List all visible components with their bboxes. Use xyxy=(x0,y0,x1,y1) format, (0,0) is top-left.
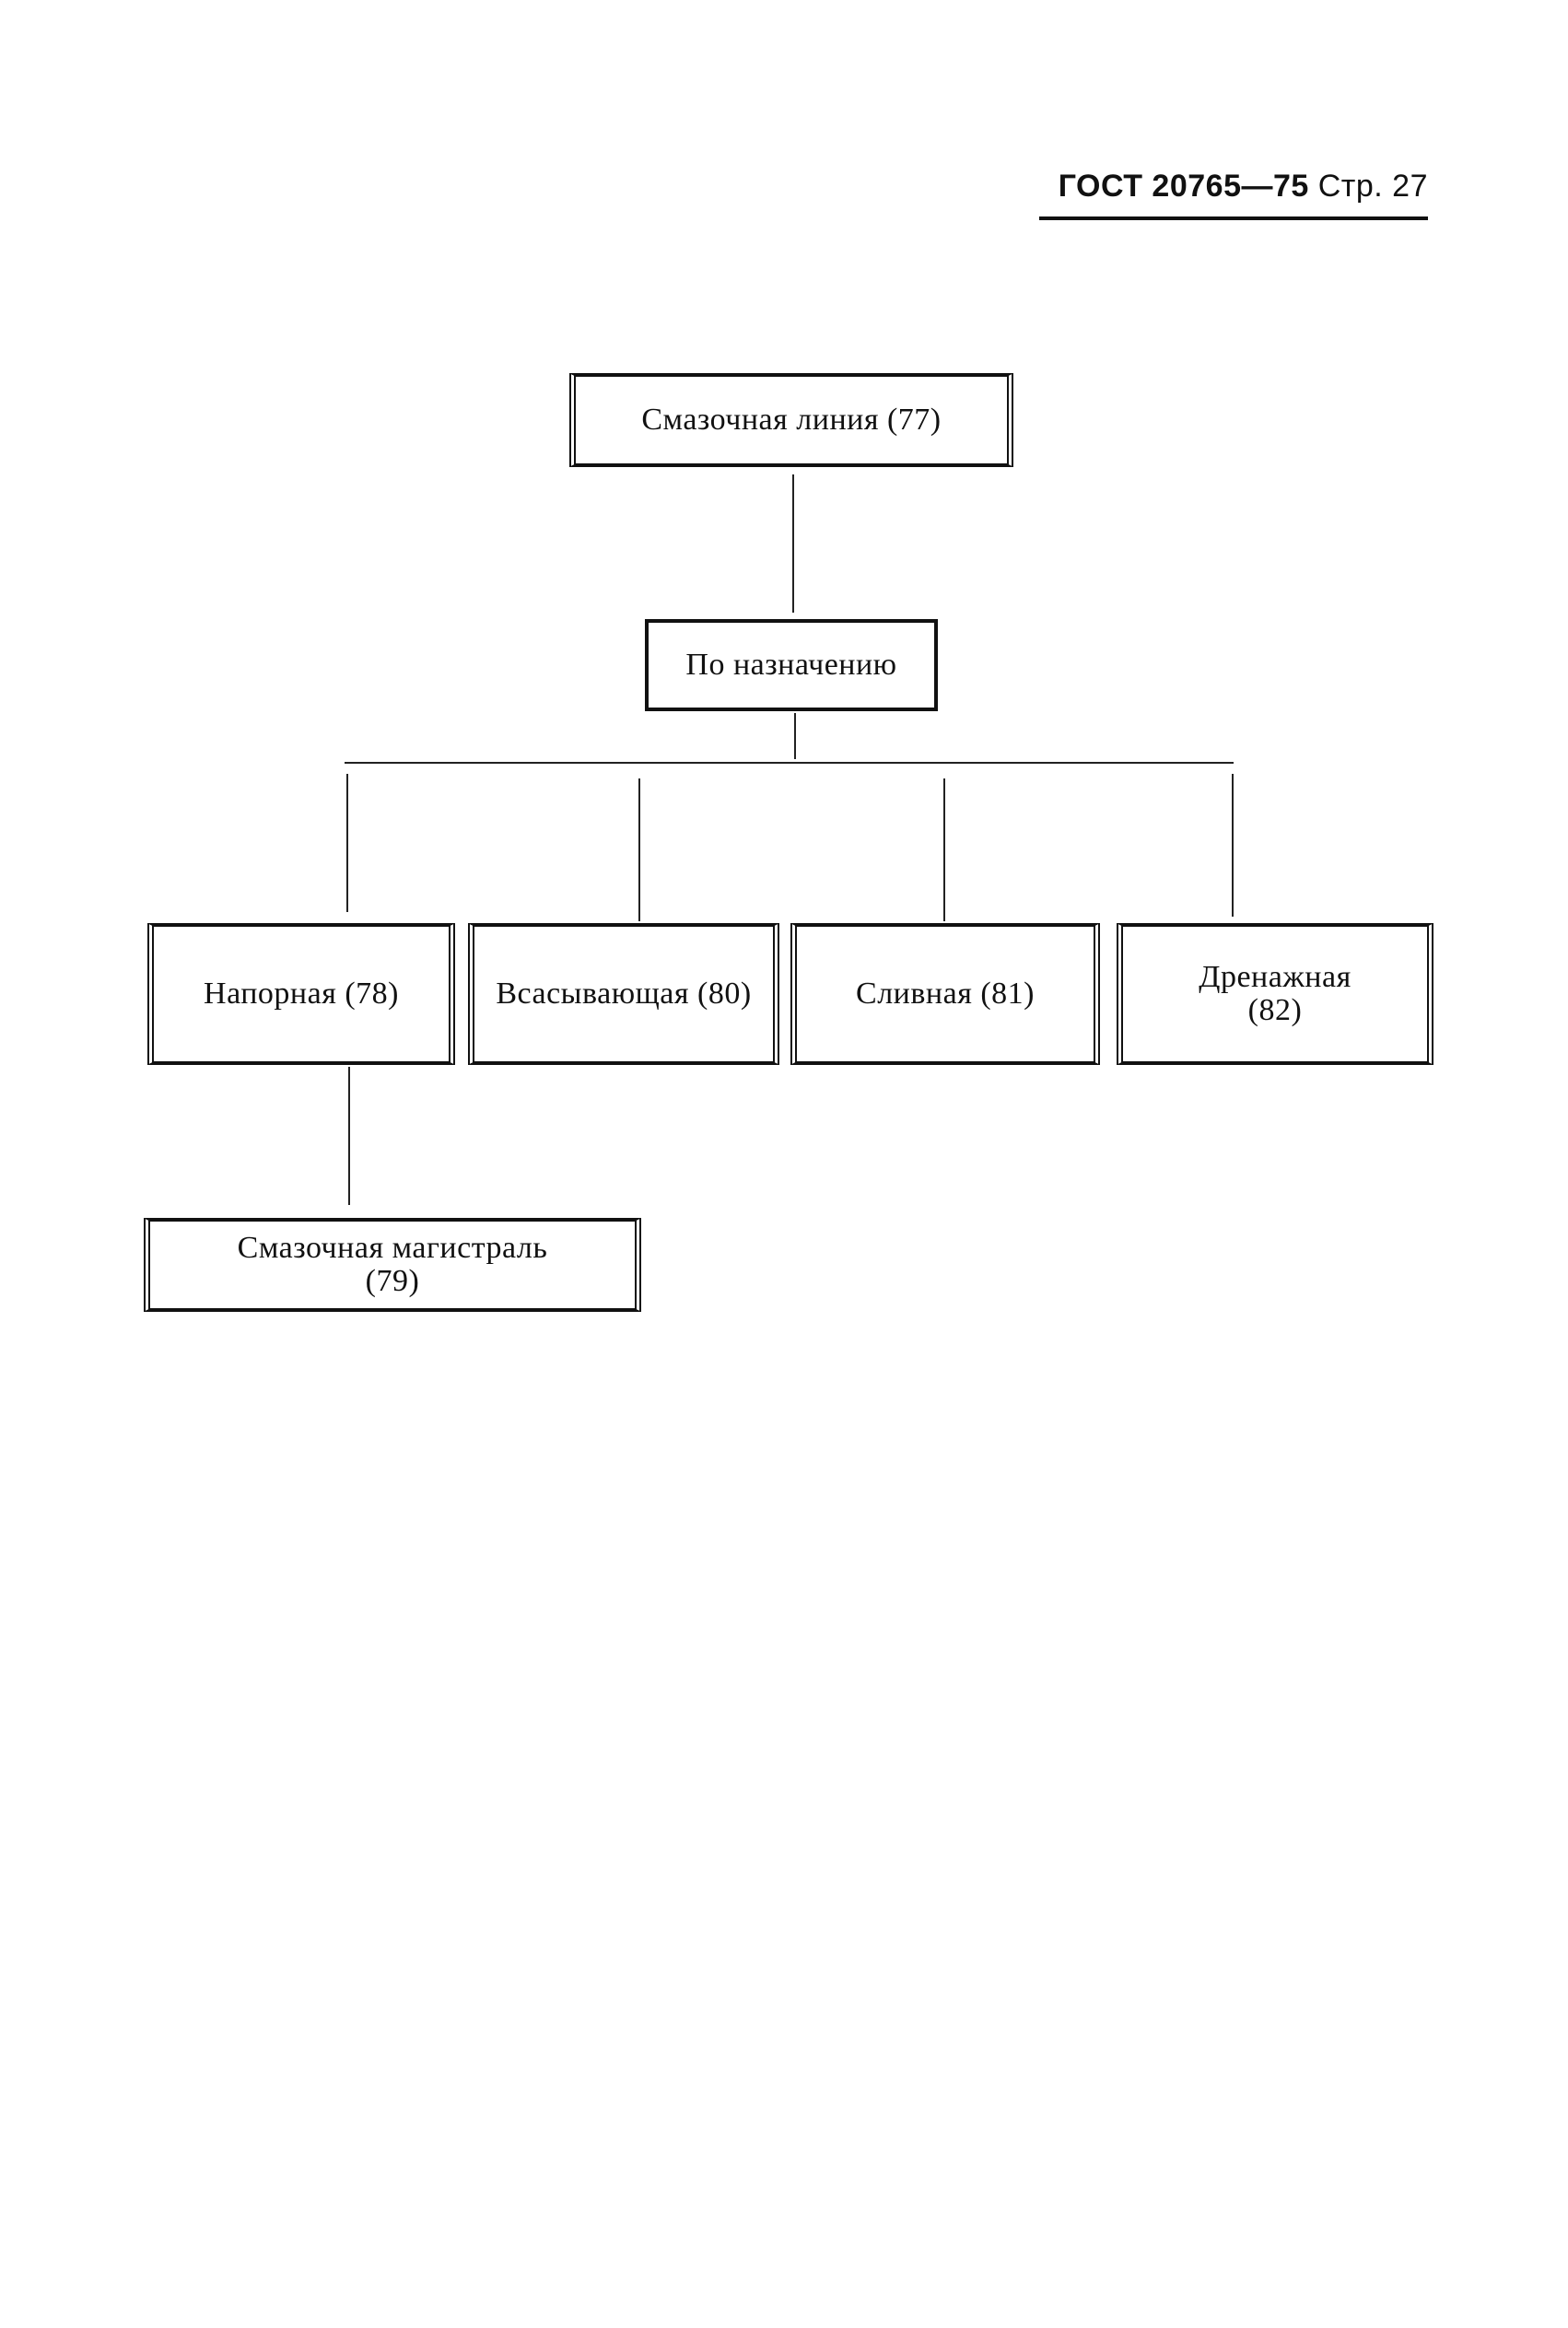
page-number: Стр. 27 xyxy=(1317,169,1428,204)
box-criterion-label: По назначению xyxy=(685,648,897,683)
box-child-4: Дренажная (82) xyxy=(1117,923,1433,1065)
box-child-3: Сливная (81) xyxy=(790,923,1100,1065)
header-rule xyxy=(1039,216,1428,220)
connector-bus xyxy=(345,762,1234,764)
box-child-2-label: Всасывающая (80) xyxy=(496,977,752,1012)
box-root-label: Смазочная линия (77) xyxy=(641,403,942,438)
standard-number: ГОСТ 20765—75 xyxy=(1058,169,1309,204)
connector-bus-to-child-2 xyxy=(638,778,640,921)
box-child-3-label: Сливная (81) xyxy=(856,977,1035,1012)
connector-bus-to-child-1 xyxy=(346,774,348,912)
box-criterion: По назначению xyxy=(645,619,938,711)
box-child-2: Всасывающая (80) xyxy=(468,923,779,1065)
header-text: ГОСТ 20765—75 Стр. 27 xyxy=(1059,169,1428,205)
box-child-4-label: Дренажная (82) xyxy=(1199,960,1352,1027)
connector-criterion-to-bus xyxy=(794,713,796,759)
box-sub-child: Смазочная магистраль (79) xyxy=(144,1218,641,1312)
box-sub-child-label: Смазочная магистраль (79) xyxy=(237,1231,548,1298)
box-root: Смазочная линия (77) xyxy=(569,373,1013,467)
connector-child-1-to-sub xyxy=(348,1067,350,1205)
page-header: ГОСТ 20765—75 Стр. 27 xyxy=(1023,169,1428,222)
box-child-1-label: Напорная (78) xyxy=(204,977,399,1012)
connector-root-to-criterion xyxy=(792,474,794,613)
connector-bus-to-child-3 xyxy=(943,778,945,921)
connector-bus-to-child-4 xyxy=(1232,774,1234,917)
box-child-1: Напорная (78) xyxy=(147,923,455,1065)
